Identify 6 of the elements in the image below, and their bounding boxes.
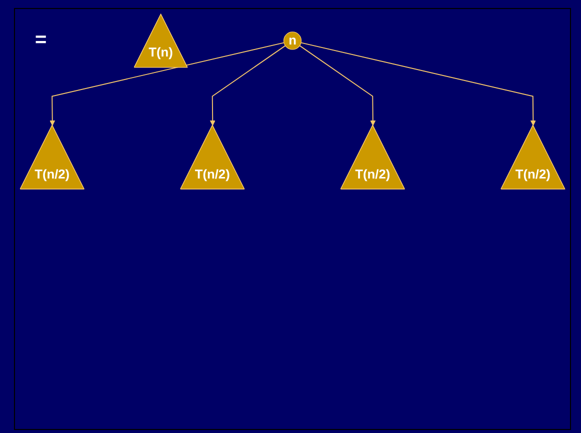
arrow: [50, 42, 284, 126]
arrow: [299, 45, 376, 126]
arrow: [300, 42, 536, 126]
equals-sign: =: [35, 29, 47, 52]
node-circle: n: [283, 32, 302, 50]
arrow: [210, 45, 286, 126]
